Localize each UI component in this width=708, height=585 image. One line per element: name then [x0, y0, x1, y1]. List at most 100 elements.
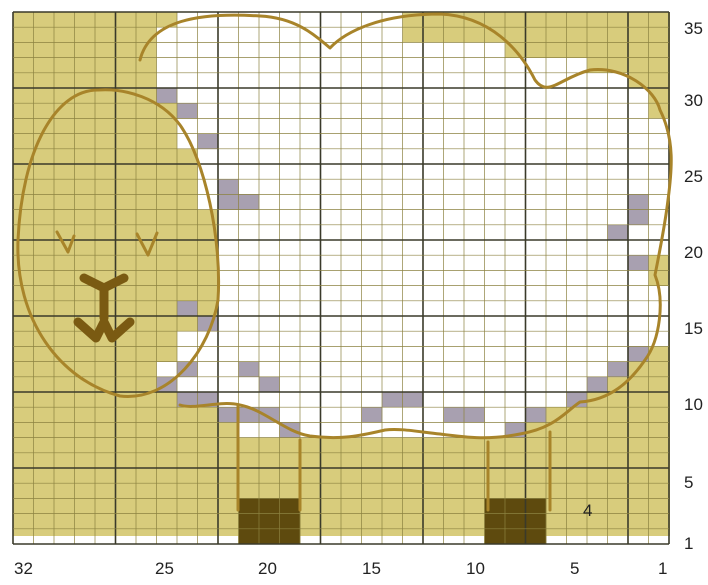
shadow-stitch	[464, 407, 485, 423]
fleece-stitch	[587, 346, 608, 362]
fleece-stitch	[280, 225, 301, 241]
fleece-stitch	[526, 301, 547, 317]
fleece-stitch	[608, 194, 629, 210]
fleece-stitch	[444, 73, 465, 89]
fleece-stitch	[546, 225, 567, 241]
fleece-stitch	[280, 270, 301, 286]
fleece-stitch	[628, 179, 649, 195]
fleece-stitch	[587, 134, 608, 150]
fleece-stitch	[505, 225, 526, 241]
fleece-stitch	[526, 392, 547, 408]
fleece-stitch	[464, 225, 485, 241]
fleece-stitch	[239, 164, 260, 180]
fleece-stitch	[485, 58, 506, 74]
fleece-stitch	[546, 316, 567, 332]
fleece-stitch	[505, 194, 526, 210]
fleece-stitch	[485, 240, 506, 256]
fleece-stitch	[464, 194, 485, 210]
fleece-stitch	[403, 58, 424, 74]
fleece-stitch	[444, 134, 465, 150]
fleece-stitch	[300, 346, 321, 362]
fleece-stitch	[239, 331, 260, 347]
fleece-stitch	[423, 377, 444, 393]
fleece-stitch	[505, 301, 526, 317]
fleece-stitch	[567, 331, 588, 347]
fleece-stitch	[567, 164, 588, 180]
fleece-stitch	[382, 194, 403, 210]
fleece-stitch	[423, 164, 444, 180]
fleece-stitch	[587, 286, 608, 302]
fleece-stitch	[239, 58, 260, 74]
fleece-stitch	[485, 255, 506, 271]
fleece-stitch	[341, 392, 362, 408]
fleece-stitch	[485, 103, 506, 119]
fleece-stitch	[218, 316, 239, 332]
fleece-stitch	[587, 362, 608, 378]
fleece-stitch	[280, 134, 301, 150]
fleece-stitch	[280, 194, 301, 210]
fleece-stitch	[239, 210, 260, 226]
fleece-stitch	[239, 179, 260, 195]
fleece-stitch	[485, 210, 506, 226]
fleece-stitch	[444, 88, 465, 104]
fleece-stitch	[259, 42, 280, 58]
fleece-stitch	[239, 88, 260, 104]
fleece-stitch	[587, 316, 608, 332]
fleece-stitch	[321, 346, 342, 362]
fleece-stitch	[546, 362, 567, 378]
fleece-stitch	[567, 240, 588, 256]
fleece-stitch	[341, 164, 362, 180]
fleece-stitch	[444, 346, 465, 362]
back-foot-stitch	[485, 529, 506, 545]
fleece-stitch	[485, 194, 506, 210]
front-foot-stitch	[259, 529, 280, 545]
row-label-25: 25	[684, 167, 703, 186]
fleece-stitch	[608, 301, 629, 317]
fleece-stitch	[198, 73, 219, 89]
fleece-stitch	[341, 301, 362, 317]
fleece-stitch	[464, 346, 485, 362]
fleece-stitch	[218, 73, 239, 89]
fleece-stitch	[546, 331, 567, 347]
fleece-stitch	[526, 377, 547, 393]
back-foot-stitch	[526, 498, 547, 514]
front-foot-stitch	[280, 529, 301, 545]
shadow-stitch	[628, 255, 649, 271]
fleece-stitch	[239, 286, 260, 302]
front-foot-stitch	[280, 514, 301, 530]
shadow-stitch	[177, 301, 198, 317]
back-foot-stitch	[505, 514, 526, 530]
fleece-stitch	[382, 88, 403, 104]
fleece-stitch	[403, 407, 424, 423]
fleece-stitch	[321, 118, 342, 133]
fleece-stitch	[464, 270, 485, 286]
fleece-stitch	[485, 407, 506, 423]
fleece-stitch	[321, 422, 342, 438]
fleece-stitch	[239, 134, 260, 150]
fleece-stitch	[239, 346, 260, 362]
fleece-stitch	[505, 134, 526, 150]
fleece-stitch	[546, 118, 567, 133]
fleece-stitch	[239, 225, 260, 241]
fleece-stitch	[300, 118, 321, 133]
fleece-stitch	[505, 149, 526, 165]
fleece-stitch	[218, 362, 239, 378]
fleece-stitch	[362, 210, 383, 226]
fleece-stitch	[300, 164, 321, 180]
fleece-stitch	[464, 103, 485, 119]
fleece-stitch	[546, 301, 567, 317]
shadow-stitch	[608, 362, 629, 378]
fleece-stitch	[218, 88, 239, 104]
fleece-stitch	[259, 255, 280, 271]
fleece-stitch	[608, 149, 629, 165]
fleece-stitch	[485, 392, 506, 408]
row-label-30: 30	[684, 91, 703, 110]
row-label-5: 5	[684, 473, 693, 492]
annotation-label: 4	[583, 501, 592, 520]
fleece-stitch	[300, 179, 321, 195]
fleece-stitch	[403, 210, 424, 226]
fleece-stitch	[300, 286, 321, 302]
fleece-stitch	[321, 103, 342, 119]
fleece-stitch	[526, 149, 547, 165]
fleece-stitch	[526, 362, 547, 378]
